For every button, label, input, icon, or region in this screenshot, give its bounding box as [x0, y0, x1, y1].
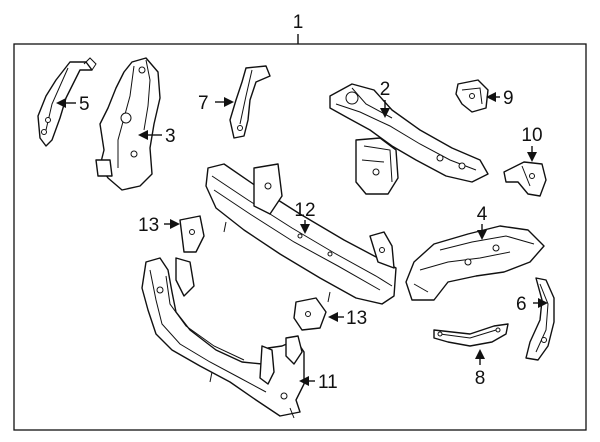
part-11-lower-support — [141, 257, 305, 419]
arrow-5 — [56, 98, 66, 108]
part-13-bracket-upper — [179, 215, 205, 253]
callout-6: 6 — [516, 294, 527, 315]
arrow-6 — [538, 298, 548, 308]
arrow-11 — [299, 376, 309, 386]
part-13-bracket-lower — [293, 297, 327, 331]
assembly-frame — [13, 43, 587, 431]
arrow-9 — [486, 92, 496, 102]
callout-2: 2 — [380, 79, 391, 100]
arrow-4 — [477, 230, 487, 240]
callout-5: 5 — [79, 94, 90, 115]
callout-3: 3 — [165, 126, 176, 147]
callout-7: 7 — [198, 93, 209, 114]
arrow-8 — [475, 349, 485, 359]
arrow-13b — [328, 312, 338, 322]
callout-1: 1 — [293, 12, 304, 33]
callout-4: 4 — [477, 204, 488, 225]
callout-13a: 13 — [138, 215, 159, 236]
arrow-13a — [170, 219, 180, 229]
callout-11: 11 — [318, 372, 338, 393]
part-7-bracket — [229, 65, 271, 139]
arrow-2 — [380, 108, 390, 118]
arrow-10 — [527, 152, 537, 162]
callout-8: 8 — [475, 368, 486, 389]
part-6-bracket — [525, 277, 555, 361]
part-5-bracket — [37, 57, 97, 147]
arrow-12 — [300, 224, 310, 234]
part-2-upper-tie-bar — [329, 83, 489, 195]
part-9-bracket — [455, 79, 489, 113]
part-12-reinforcement-beam — [205, 163, 397, 305]
part-4-side-panel — [405, 225, 545, 301]
callout-10: 10 — [521, 125, 542, 146]
callout-12: 12 — [294, 200, 315, 221]
arrow-7 — [224, 97, 234, 107]
arrow-3 — [138, 130, 148, 140]
part-3-side-support — [95, 57, 161, 191]
callout-13b: 13 — [346, 308, 367, 329]
part-8-bracket — [433, 323, 509, 347]
part-10-bracket — [503, 161, 547, 197]
callout-9: 9 — [503, 88, 514, 109]
